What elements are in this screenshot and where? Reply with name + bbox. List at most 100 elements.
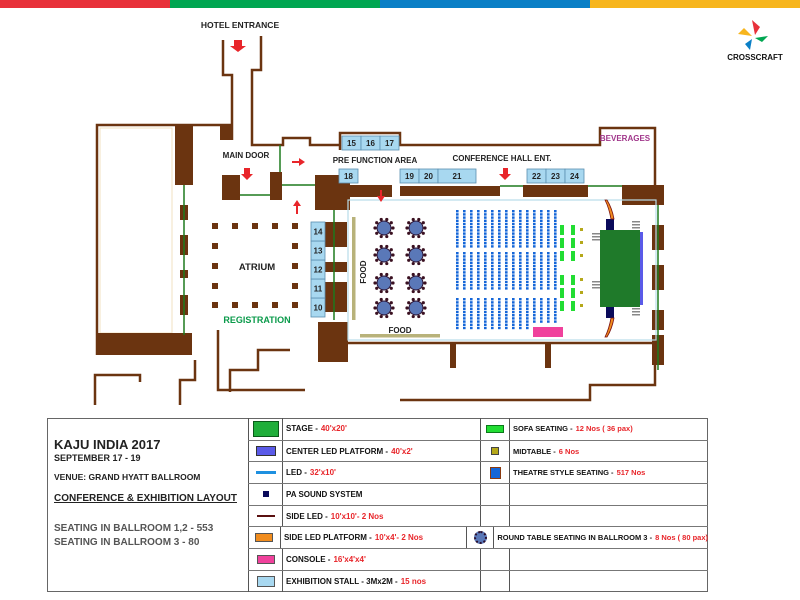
legend-item-label: SOFA SEATING -12 Nos ( 36 pax) bbox=[510, 418, 708, 440]
seating-ballroom-1-2: SEATING IN BALLROOM 1,2 - 553 bbox=[54, 523, 214, 534]
theatre-seat bbox=[477, 238, 480, 242]
theatre-seat bbox=[484, 222, 487, 226]
theatre-seat bbox=[519, 304, 522, 307]
theatre-seat bbox=[463, 307, 466, 310]
theatre-seat bbox=[512, 238, 515, 242]
theatre-seat bbox=[554, 268, 557, 271]
theatre-seat bbox=[519, 298, 522, 301]
theatre-seat bbox=[533, 271, 536, 274]
theatre-seat bbox=[463, 264, 466, 268]
theatre-seat bbox=[519, 238, 522, 242]
theatre-seat bbox=[491, 268, 494, 271]
theatre-seat bbox=[470, 238, 473, 242]
pre-function-label: PRE FUNCTION AREA bbox=[333, 156, 418, 165]
theatre-seat bbox=[554, 277, 557, 280]
midtable bbox=[580, 254, 583, 257]
theatre-seat bbox=[477, 310, 480, 314]
theatre-seat bbox=[512, 261, 515, 264]
exhibition-stall-swatch bbox=[256, 575, 275, 587]
theatre-seat bbox=[526, 317, 529, 320]
theatre-seat bbox=[533, 268, 536, 271]
theatre-seat bbox=[554, 245, 557, 248]
exhibition-stall-18: 18 bbox=[338, 168, 359, 184]
theatre-seat bbox=[533, 219, 536, 222]
theatre-seat bbox=[477, 210, 480, 213]
theatre-seat bbox=[484, 304, 487, 307]
legend-item-label: STAGE -40'x20' bbox=[283, 418, 480, 440]
theatre-seat bbox=[477, 242, 480, 245]
theatre-seat bbox=[491, 238, 494, 242]
arrow-down-icon bbox=[499, 168, 511, 180]
theatre-seat bbox=[470, 245, 473, 248]
theatre-seat bbox=[463, 238, 466, 242]
theatre-seat bbox=[533, 226, 536, 229]
theatre-seat bbox=[526, 219, 529, 222]
theatre-seat bbox=[533, 258, 536, 261]
theatre-seat bbox=[519, 219, 522, 222]
theatre-seat bbox=[484, 235, 487, 238]
event-dates: SEPTEMBER 17 - 19 bbox=[54, 453, 141, 463]
legend-item-value: 8 Nos ( 80 pax) bbox=[655, 533, 708, 543]
theatre-seat bbox=[554, 264, 557, 268]
theatre-seat bbox=[540, 238, 543, 242]
arrow-down-icon bbox=[377, 190, 385, 202]
theatre-seat bbox=[491, 317, 494, 320]
theatre-seat bbox=[491, 242, 494, 245]
theatre-seat bbox=[519, 255, 522, 258]
svg-text:15: 15 bbox=[347, 139, 356, 148]
legend-icon-cell bbox=[248, 505, 283, 527]
svg-text:10: 10 bbox=[314, 304, 323, 313]
theatre-seat bbox=[498, 314, 501, 317]
theatre-seat bbox=[470, 304, 473, 307]
legend-item-label: THEATRE STYLE SEATING -517 Nos bbox=[510, 462, 708, 483]
theatre-seat bbox=[505, 232, 508, 235]
theatre-seat bbox=[463, 235, 466, 238]
theatre-seat bbox=[491, 304, 494, 307]
theatre-seat bbox=[540, 226, 543, 229]
theatre-seat bbox=[456, 229, 459, 232]
theatre-seat bbox=[477, 245, 480, 248]
theatre-seat bbox=[526, 222, 529, 226]
theatre-seat bbox=[456, 301, 459, 304]
theatre-seat bbox=[456, 222, 459, 226]
theatre-seat bbox=[498, 252, 501, 255]
theatre-seat bbox=[505, 271, 508, 274]
theatre-seat bbox=[463, 301, 466, 304]
pillar bbox=[212, 302, 218, 308]
theatre-seat bbox=[505, 310, 508, 314]
top-bar-yellow bbox=[590, 0, 800, 8]
theatre-seat bbox=[512, 245, 515, 248]
theatre-seat bbox=[456, 255, 459, 258]
theatre-seat bbox=[491, 323, 494, 326]
theatre-seat bbox=[519, 287, 522, 290]
legend-row: EXHIBITION STALL - 3Mx2M -15 nos bbox=[248, 569, 708, 592]
theatre-seat bbox=[554, 301, 557, 304]
atrium-pillars bbox=[212, 223, 298, 308]
legend-item-name: SOFA SEATING - bbox=[513, 424, 573, 434]
theatre-seat bbox=[526, 238, 529, 242]
round-tables bbox=[373, 217, 427, 319]
theatre-seat bbox=[498, 238, 501, 242]
theatre-seat bbox=[554, 261, 557, 264]
legend-item-value: 40'x2' bbox=[391, 446, 413, 456]
theatre-seat bbox=[484, 252, 487, 255]
theatre-seat bbox=[540, 268, 543, 271]
theatre-seat bbox=[456, 280, 459, 284]
theatre-seat bbox=[512, 222, 515, 226]
theatre-seat bbox=[498, 219, 501, 222]
exhibition-stall-13: 13 bbox=[310, 240, 326, 261]
theatre-seat bbox=[456, 252, 459, 255]
direction-arrows bbox=[230, 40, 511, 214]
theatre-seat bbox=[505, 277, 508, 280]
theatre-seat bbox=[470, 235, 473, 238]
theatre-seat bbox=[540, 274, 543, 277]
theatre-seat bbox=[526, 232, 529, 235]
sofa-seating bbox=[560, 225, 583, 311]
theatre-seat bbox=[547, 245, 550, 248]
theatre-seat bbox=[505, 274, 508, 277]
theatre-seat bbox=[512, 280, 515, 284]
exhibition-stall-10: 10 bbox=[310, 297, 326, 318]
theatre-seat bbox=[463, 271, 466, 274]
layout-title: CONFERENCE & EXHIBITION LAYOUT bbox=[54, 493, 237, 504]
svg-text:22: 22 bbox=[532, 172, 541, 181]
